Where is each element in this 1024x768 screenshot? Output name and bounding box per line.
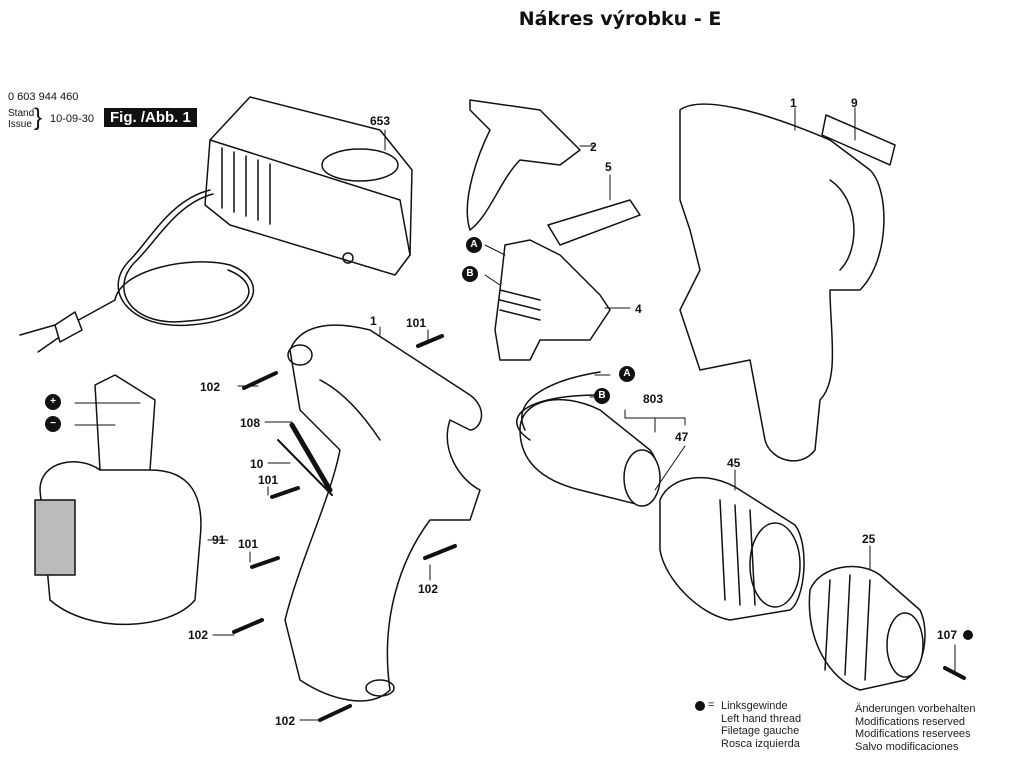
part-label-101-a: 101	[406, 316, 427, 330]
brace-symbol: }	[34, 104, 43, 131]
part-label-47: 47	[675, 430, 689, 444]
legend-modification-line: Modifications reservees	[855, 728, 971, 740]
screw-102-d	[318, 704, 352, 722]
part-label-107: 107	[937, 628, 958, 642]
part-label-91: 91	[212, 533, 226, 547]
legend-modification-line: Salvo modificaciones	[855, 740, 959, 753]
stand-label: Stand	[8, 108, 35, 119]
legend-thread: Linksgewinde Left hand thread Filetage g…	[721, 700, 801, 750]
left-hand-thread-legend-dot	[695, 701, 705, 711]
part-label-108: 108	[240, 416, 261, 430]
part-label-102-d: 102	[275, 714, 296, 728]
part-label-5: 5	[605, 160, 612, 174]
callout-a-switch: A	[466, 237, 482, 253]
callout-b-switch: B	[462, 266, 478, 282]
bit-108	[289, 422, 333, 493]
screws	[232, 334, 966, 722]
part-label-101-b: 101	[258, 473, 279, 487]
part-label-1-right: 1	[790, 96, 797, 110]
part-label-101-c: 101	[238, 537, 259, 551]
switch-4	[494, 239, 611, 361]
issue-date: 10-09-30	[50, 113, 95, 125]
part-label-102-c: 102	[188, 628, 209, 642]
part-label-4: 4	[635, 302, 642, 316]
part-label-9: 9	[851, 96, 858, 110]
callout-b-motor: B	[594, 388, 610, 404]
figure-label: Fig. /Abb. 1	[104, 108, 197, 127]
screw-101-b	[270, 486, 300, 499]
legend-modification-line: Modifications reserved	[855, 715, 966, 728]
legend-modifications: Änderungen vorbehalten Modifications res…	[855, 703, 975, 753]
switch-plate-5	[547, 199, 641, 246]
housing-right	[679, 103, 885, 462]
part-label-102-b: 102	[418, 582, 439, 596]
legend-thread-line: Left hand thread	[721, 712, 802, 725]
legend-thread-line: Filetage gauche	[721, 725, 800, 737]
legend-modification-line: Änderungen vorbehalten	[855, 703, 976, 715]
screw-107	[943, 666, 966, 680]
housing-left	[284, 324, 483, 702]
chuck-25	[808, 565, 926, 691]
screw-102-b	[423, 544, 457, 560]
part-label-10: 10	[250, 457, 264, 471]
legend-equals: =	[708, 699, 715, 711]
legend-thread-line: Rosca izquierda	[721, 737, 800, 750]
part-label-1-left: 1	[370, 314, 377, 328]
part-label-25: 25	[862, 532, 876, 546]
battery-plus-icon: +	[45, 394, 61, 410]
legend-thread-line: Linksgewinde	[721, 700, 788, 712]
part-label-803: 803	[643, 392, 664, 406]
leader-lines	[74, 107, 956, 721]
stand-issue-label: Stand Issue	[8, 108, 34, 130]
issue-label: Issue	[8, 119, 32, 130]
nameplate-9	[821, 114, 896, 166]
part-label-2: 2	[590, 140, 597, 154]
left-hand-thread-dot	[963, 630, 973, 640]
battery-91	[34, 374, 202, 626]
bit-holder-10	[277, 439, 333, 496]
motor-803	[516, 371, 661, 507]
callout-a-motor: A	[619, 366, 635, 382]
page-title: Nákres výrobku - E	[518, 8, 722, 30]
cover-2	[466, 99, 581, 231]
part-label-653: 653	[370, 114, 391, 128]
screw-102-c	[232, 618, 264, 634]
gearbox-45	[659, 477, 805, 621]
document-number: 0 603 944 460	[8, 91, 79, 103]
screw-101-c	[250, 556, 280, 569]
part-label-102-a: 102	[200, 380, 221, 394]
battery-minus-icon: −	[45, 416, 61, 432]
power-cord	[19, 189, 255, 353]
charger-653	[204, 96, 413, 276]
part-label-45: 45	[727, 456, 741, 470]
screw-101-a	[416, 334, 444, 348]
